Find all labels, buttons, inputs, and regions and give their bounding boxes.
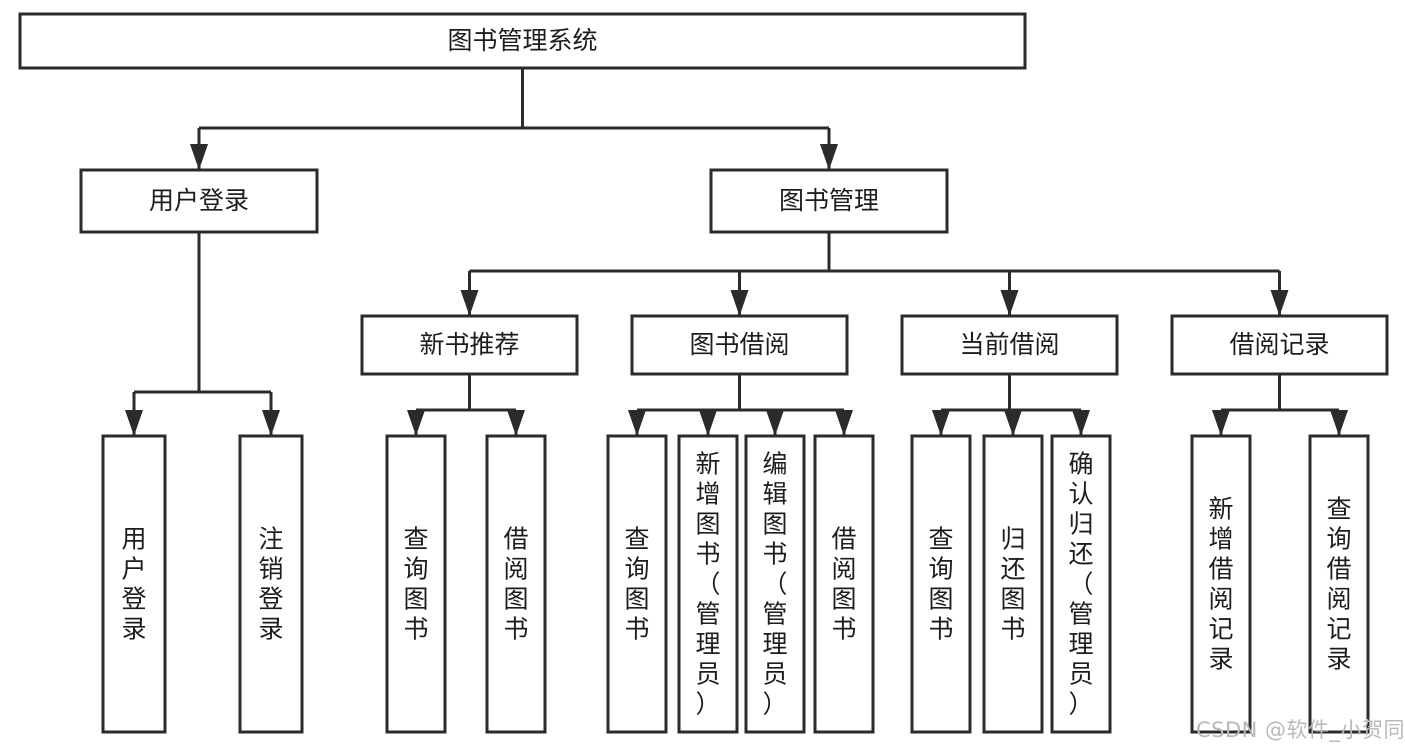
arrow-head-icon-leaf-user-login xyxy=(125,410,143,436)
node-leaf-user-login[interactable]: 用户登录 xyxy=(101,434,167,734)
node-label-user-login: 用户登录 xyxy=(149,186,249,215)
node-box-leaf-return-book xyxy=(982,434,1044,734)
node-label-leaf-edit-book: 编辑图书（管理员） xyxy=(762,449,787,718)
node-box-book-manage xyxy=(709,168,949,234)
node-label-leaf-add-book: 新增图书（管理员） xyxy=(695,449,720,718)
csdn-watermark: CSDN @软件_小贺同学 xyxy=(1196,718,1405,742)
connector-layer xyxy=(125,68,1348,436)
arrow-head-icon-borrow-record xyxy=(1270,290,1289,316)
node-leaf-query-book-2[interactable]: 查询图书 xyxy=(606,434,668,734)
node-box-new-book-rec xyxy=(360,314,579,376)
arrow-head-icon-current-borrow xyxy=(1000,290,1019,316)
node-leaf-add-book[interactable]: 新增图书（管理员） xyxy=(677,434,739,734)
arrow-head-icon-leaf-confirm-return xyxy=(1072,410,1090,436)
node-layer: 图书管理系统用户登录图书管理新书推荐图书借阅当前借阅借阅记录用户登录注销登录查询… xyxy=(18,12,1389,734)
node-leaf-query-record[interactable]: 查询借阅记录 xyxy=(1308,434,1370,734)
node-leaf-confirm-return[interactable]: 确认归还（管理员） xyxy=(1050,434,1112,734)
arrow-head-icon-user-login xyxy=(190,144,208,170)
node-label-book-manage: 图书管理 xyxy=(779,186,879,215)
arrow-head-icon-leaf-query-book-3 xyxy=(932,410,950,436)
node-leaf-edit-book[interactable]: 编辑图书（管理员） xyxy=(744,434,806,734)
node-label-leaf-query-book-1: 查询图书 xyxy=(403,524,428,643)
node-label-leaf-add-record: 新增借阅记录 xyxy=(1208,494,1233,673)
node-label-leaf-borrow-book-1: 借阅图书 xyxy=(503,524,528,643)
node-box-book-borrow xyxy=(630,314,849,376)
node-box-leaf-confirm-return xyxy=(1050,434,1112,734)
node-box-leaf-edit-book xyxy=(744,434,806,734)
node-box-root xyxy=(18,12,1027,70)
arrow-head-icon-new-book-rec xyxy=(460,290,479,316)
node-leaf-user-logout[interactable]: 注销登录 xyxy=(238,434,304,734)
node-box-leaf-borrow-book-2 xyxy=(813,434,875,734)
node-leaf-query-book-1[interactable]: 查询图书 xyxy=(385,434,447,734)
node-user-login[interactable]: 用户登录 xyxy=(79,168,319,234)
node-label-leaf-borrow-book-2: 借阅图书 xyxy=(831,524,856,643)
node-box-leaf-user-login xyxy=(101,434,167,734)
node-label-leaf-query-book-3: 查询图书 xyxy=(928,524,953,643)
arrow-head-icon-leaf-user-logout xyxy=(262,410,280,436)
node-box-user-login xyxy=(79,168,319,234)
node-label-leaf-return-book: 归还图书 xyxy=(1000,524,1025,643)
node-box-leaf-user-logout xyxy=(238,434,304,734)
node-current-borrow[interactable]: 当前借阅 xyxy=(900,314,1119,376)
node-label-leaf-user-login: 用户登录 xyxy=(121,524,146,643)
node-new-book-rec[interactable]: 新书推荐 xyxy=(360,314,579,376)
node-leaf-return-book[interactable]: 归还图书 xyxy=(982,434,1044,734)
arrow-head-icon-leaf-edit-book xyxy=(766,410,784,436)
node-label-root: 图书管理系统 xyxy=(447,26,597,55)
arrow-head-icon-book-borrow xyxy=(730,290,749,316)
node-box-leaf-borrow-book-1 xyxy=(485,434,547,734)
node-root[interactable]: 图书管理系统 xyxy=(18,12,1027,70)
node-book-manage[interactable]: 图书管理 xyxy=(709,168,949,234)
node-label-leaf-confirm-return: 确认归还（管理员） xyxy=(1068,449,1093,718)
node-label-current-borrow: 当前借阅 xyxy=(959,330,1059,359)
node-box-leaf-add-record xyxy=(1190,434,1252,734)
arrow-head-icon-leaf-add-record xyxy=(1212,410,1230,436)
arrow-head-icon-book-manage xyxy=(820,144,838,170)
node-box-leaf-query-book-1 xyxy=(385,434,447,734)
arrow-head-icon-leaf-add-book xyxy=(699,410,717,436)
node-box-current-borrow xyxy=(900,314,1119,376)
node-leaf-add-record[interactable]: 新增借阅记录 xyxy=(1190,434,1252,734)
node-box-leaf-query-book-2 xyxy=(606,434,668,734)
node-box-leaf-add-book xyxy=(677,434,739,734)
node-book-borrow[interactable]: 图书借阅 xyxy=(630,314,849,376)
arrow-head-icon-leaf-query-book-1 xyxy=(407,410,425,436)
node-leaf-borrow-book-2[interactable]: 借阅图书 xyxy=(813,434,875,734)
arrow-head-icon-leaf-borrow-book-2 xyxy=(835,410,853,436)
arrow-head-icon-leaf-query-record xyxy=(1330,410,1348,436)
arrow-head-icon-leaf-borrow-book-1 xyxy=(507,410,525,436)
node-leaf-borrow-book-1[interactable]: 借阅图书 xyxy=(485,434,547,734)
node-label-leaf-query-book-2: 查询图书 xyxy=(624,524,649,643)
node-label-book-borrow: 图书借阅 xyxy=(689,330,789,359)
node-borrow-record[interactable]: 借阅记录 xyxy=(1170,314,1389,376)
arrow-head-icon-leaf-query-book-2 xyxy=(628,410,646,436)
node-leaf-query-book-3[interactable]: 查询图书 xyxy=(910,434,972,734)
node-label-borrow-record: 借阅记录 xyxy=(1229,330,1329,359)
node-label-leaf-user-logout: 注销登录 xyxy=(258,524,283,643)
node-box-leaf-query-record xyxy=(1308,434,1370,734)
node-label-new-book-rec: 新书推荐 xyxy=(419,330,519,359)
node-label-leaf-query-record: 查询借阅记录 xyxy=(1326,494,1351,673)
node-box-borrow-record xyxy=(1170,314,1389,376)
arrow-head-icon-leaf-return-book xyxy=(1004,410,1022,436)
node-box-leaf-query-book-3 xyxy=(910,434,972,734)
